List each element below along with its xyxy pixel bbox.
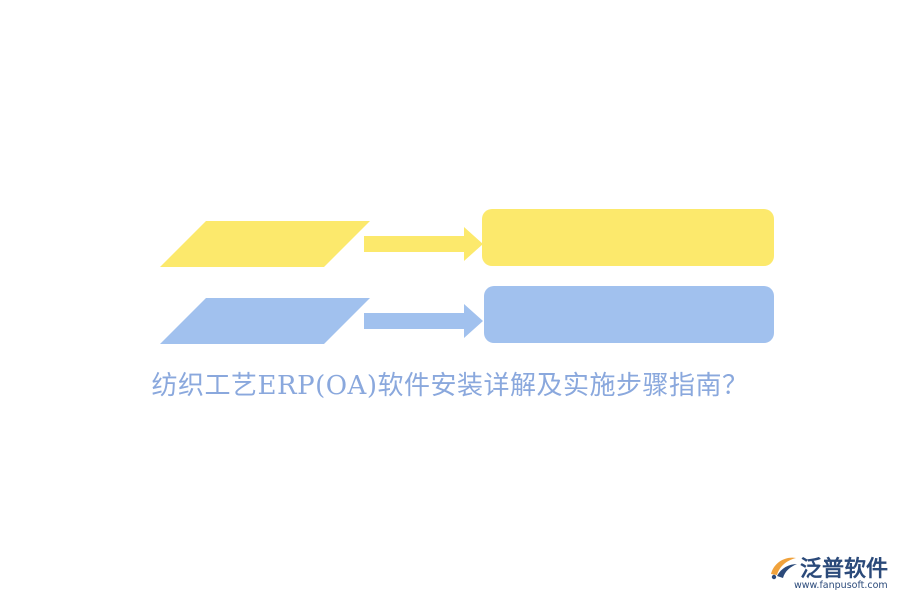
logo-swoosh-orange: [771, 557, 796, 575]
input-parallelogram-2: [160, 298, 370, 344]
arrow-right-1: [364, 227, 483, 261]
brand-url: www.fanpusoft.com: [794, 580, 888, 591]
logo-dot: [771, 574, 777, 580]
arrow-right-2: [364, 304, 483, 338]
output-box-2: [484, 286, 774, 343]
parallelogram-2-fill: [160, 298, 370, 344]
brand-name: 泛普软件: [800, 557, 889, 582]
parallelogram-1-fill: [160, 221, 370, 267]
page-title: 纺织工艺ERP(OA)软件安装详解及实施步骤指南？: [151, 371, 749, 401]
arrow-2-fill: [364, 304, 483, 338]
brand-watermark: 泛普软件 www.fanpusoft.com: [768, 551, 892, 593]
input-parallelogram-1: [160, 221, 370, 267]
output-box-1: [482, 209, 774, 266]
arrow-1-fill: [364, 227, 483, 261]
logo-swoosh-dark: [777, 564, 797, 578]
fanpu-logo-icon: [771, 557, 797, 580]
